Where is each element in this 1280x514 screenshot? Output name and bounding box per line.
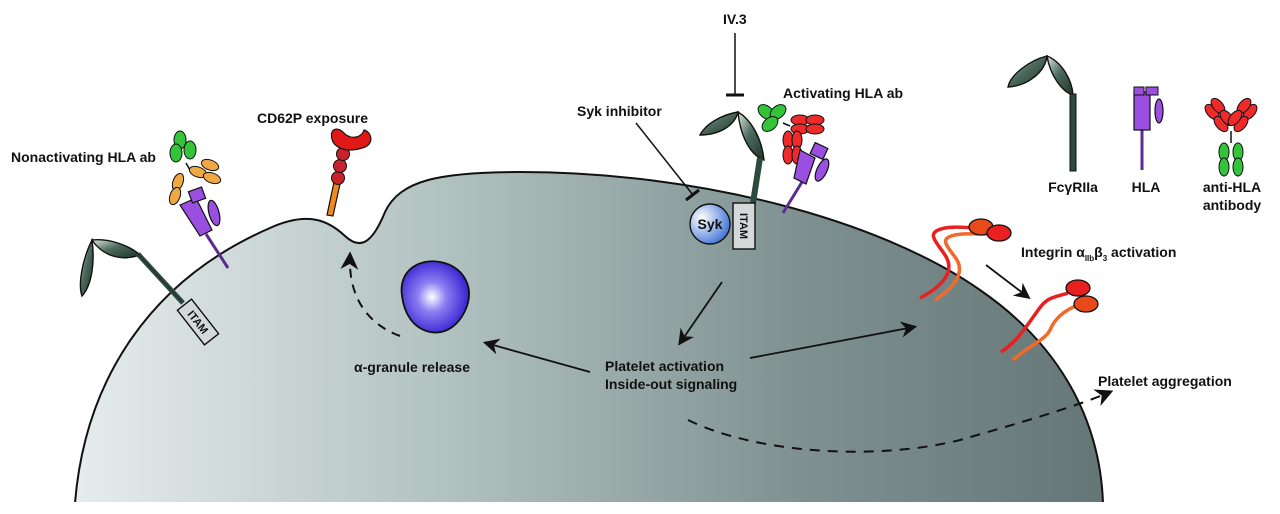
legend: FcγRIIa HLA anti-HLA antibody bbox=[1007, 54, 1262, 213]
label-integrin-activation: Integrin αIIbβ3 activation bbox=[1021, 244, 1176, 263]
label-inside-out-signaling: Inside-out signaling bbox=[605, 376, 737, 392]
integrin-inactive bbox=[919, 218, 1012, 302]
cd62p-molecule bbox=[326, 128, 372, 217]
arrow-to-aggregation bbox=[687, 389, 1114, 453]
syk-inhibitor-line bbox=[635, 122, 694, 196]
integrin-active bbox=[1000, 279, 1099, 362]
label-alpha-granule-release: α-granule release bbox=[354, 359, 470, 375]
label-platelet-activation: Platelet activation bbox=[605, 358, 724, 374]
legend-label-antibody-2: antibody bbox=[1203, 197, 1262, 213]
cell-bottom-edge bbox=[74, 502, 1104, 514]
legend-label-fcgr: FcγRIIa bbox=[1048, 179, 1098, 195]
arrow-itam-to-activation bbox=[678, 281, 723, 346]
label-platelet-aggregation: Platelet aggregation bbox=[1098, 373, 1232, 389]
label-nonactivating-hla-ab: Nonactivating HLA ab bbox=[11, 149, 156, 165]
legend-label-hla: HLA bbox=[1132, 179, 1161, 195]
label-cd62p-exposure: CD62P exposure bbox=[257, 110, 368, 126]
fcgr-nonactivating: ITAM bbox=[79, 237, 220, 346]
legend-antibody: anti-HLA antibody bbox=[1203, 97, 1262, 213]
hla-activating bbox=[781, 141, 830, 214]
integrin-sub2: 3 bbox=[1103, 254, 1108, 263]
arrow-integrin-activation bbox=[985, 264, 1031, 299]
fcgr-activating: ITAM bbox=[698, 110, 765, 250]
integrin-suffix: activation bbox=[1107, 244, 1176, 260]
syk-kinase: Syk bbox=[689, 203, 731, 245]
integrin-prefix: Integrin α bbox=[1021, 244, 1085, 260]
itam-label-activating: ITAM bbox=[737, 213, 749, 239]
platelet-cell bbox=[73, 170, 1105, 504]
legend-fcgr: FcγRIIa bbox=[1007, 54, 1098, 195]
legend-hla: HLA bbox=[1132, 86, 1164, 195]
syk-inhibitor-bar bbox=[685, 188, 700, 202]
antibody-nonactivating bbox=[168, 130, 222, 206]
arrow-activation-to-integrin bbox=[749, 321, 918, 359]
integrin-sub1: IIb bbox=[1085, 254, 1094, 263]
label-iv3: IV.3 bbox=[723, 11, 747, 27]
alpha-granule bbox=[400, 260, 470, 334]
legend-label-antibody-1: anti-HLA bbox=[1203, 179, 1261, 195]
label-activating-hla-ab: Activating HLA ab bbox=[783, 85, 903, 101]
syk-label: Syk bbox=[698, 216, 723, 232]
label-syk-inhibitor: Syk inhibitor bbox=[577, 103, 662, 119]
integrin-mid: β bbox=[1094, 244, 1103, 260]
arrow-activation-to-granule bbox=[482, 338, 591, 373]
hla-nonactivating bbox=[179, 186, 230, 269]
